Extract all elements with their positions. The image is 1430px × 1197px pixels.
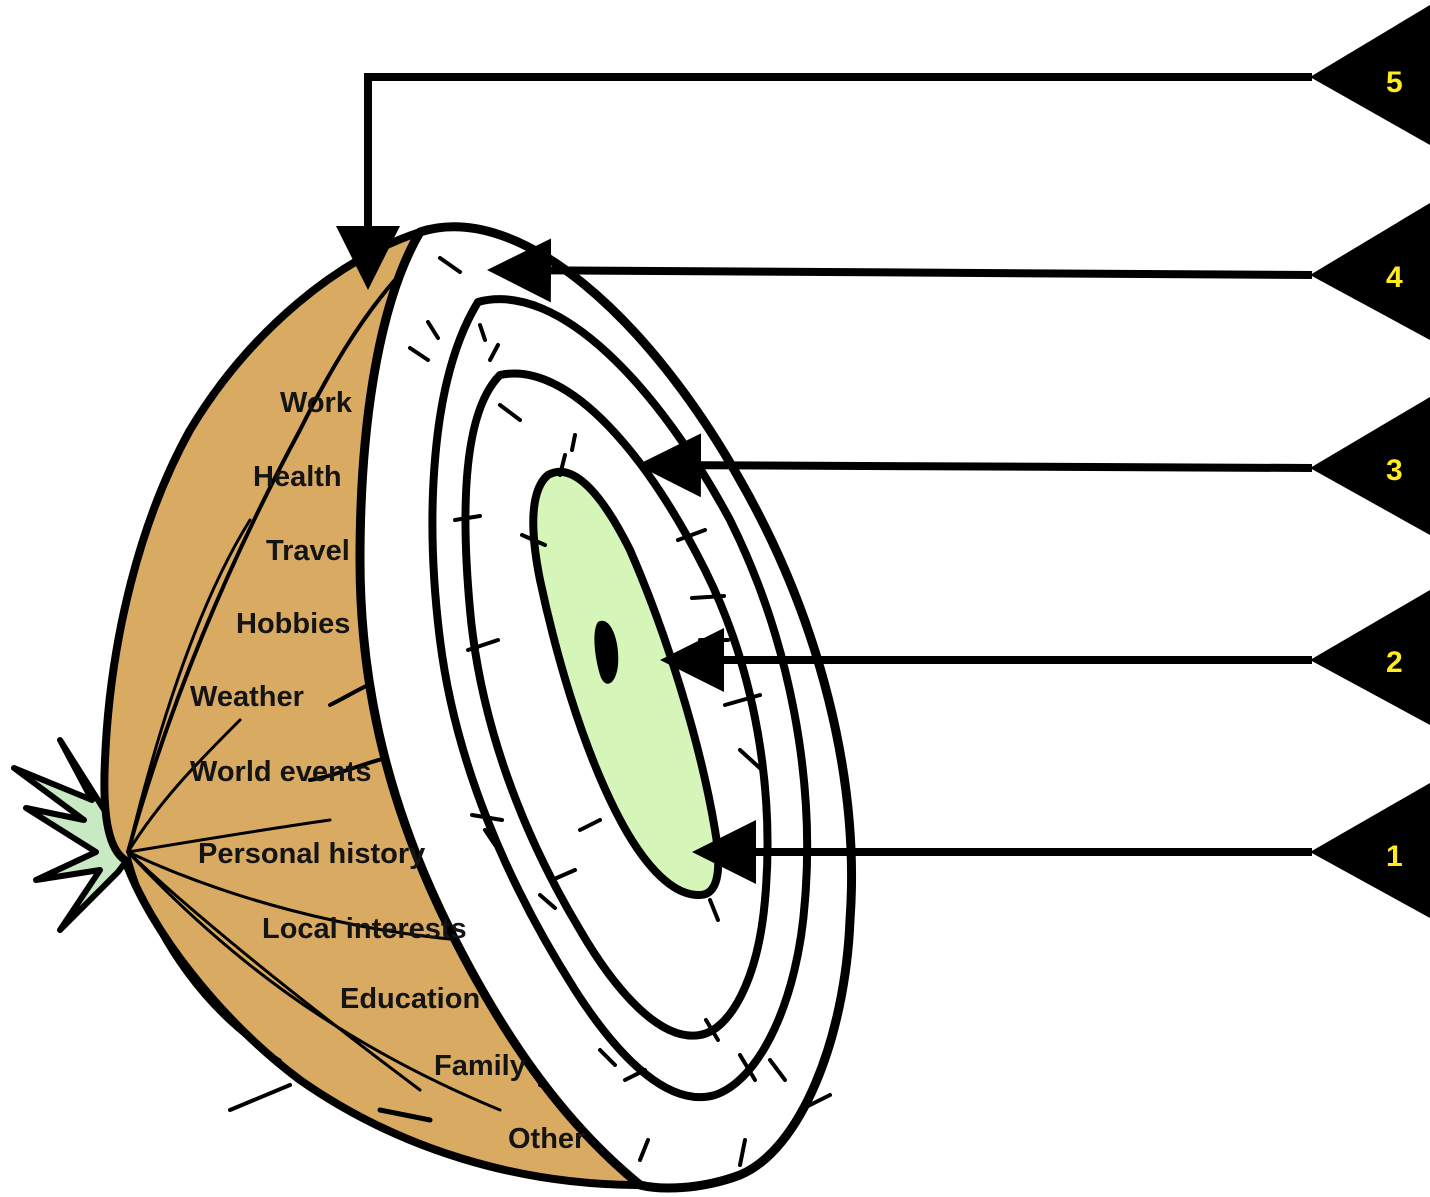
layer-markers: 5 4 3 2 1 [1310, 5, 1430, 918]
topic-label-hobbies: Hobbies [236, 608, 350, 640]
arrow-layer-3 [645, 465, 1312, 468]
topic-label-other: Other [508, 1123, 585, 1155]
topic-label-education: Education [340, 983, 480, 1015]
layer-marker-1: 1 [1310, 783, 1430, 918]
layer-number-2: 2 [1386, 646, 1403, 679]
topic-label-travel: Travel [266, 535, 350, 567]
arrow-layer-4 [495, 270, 1312, 275]
layer-number-4: 4 [1386, 261, 1403, 294]
layer-number-5: 5 [1386, 66, 1403, 99]
topic-label-personal-history: Personal history [198, 838, 425, 870]
topic-label-world-events: World events [190, 756, 372, 788]
layer-number-3: 3 [1386, 454, 1403, 487]
layer-number-1: 1 [1386, 840, 1403, 873]
topic-label-weather: Weather [190, 681, 304, 713]
topic-label-family: Family [434, 1050, 526, 1082]
layer-marker-2: 2 [1310, 590, 1430, 725]
topic-label-health: Health [253, 461, 342, 493]
layer-marker-4: 4 [1310, 203, 1430, 340]
topic-label-local-interests: Local interests [262, 913, 467, 945]
topic-label-work: Work [280, 387, 353, 419]
layer-marker-5: 5 [1310, 5, 1430, 145]
layer-marker-3: 3 [1310, 397, 1430, 535]
